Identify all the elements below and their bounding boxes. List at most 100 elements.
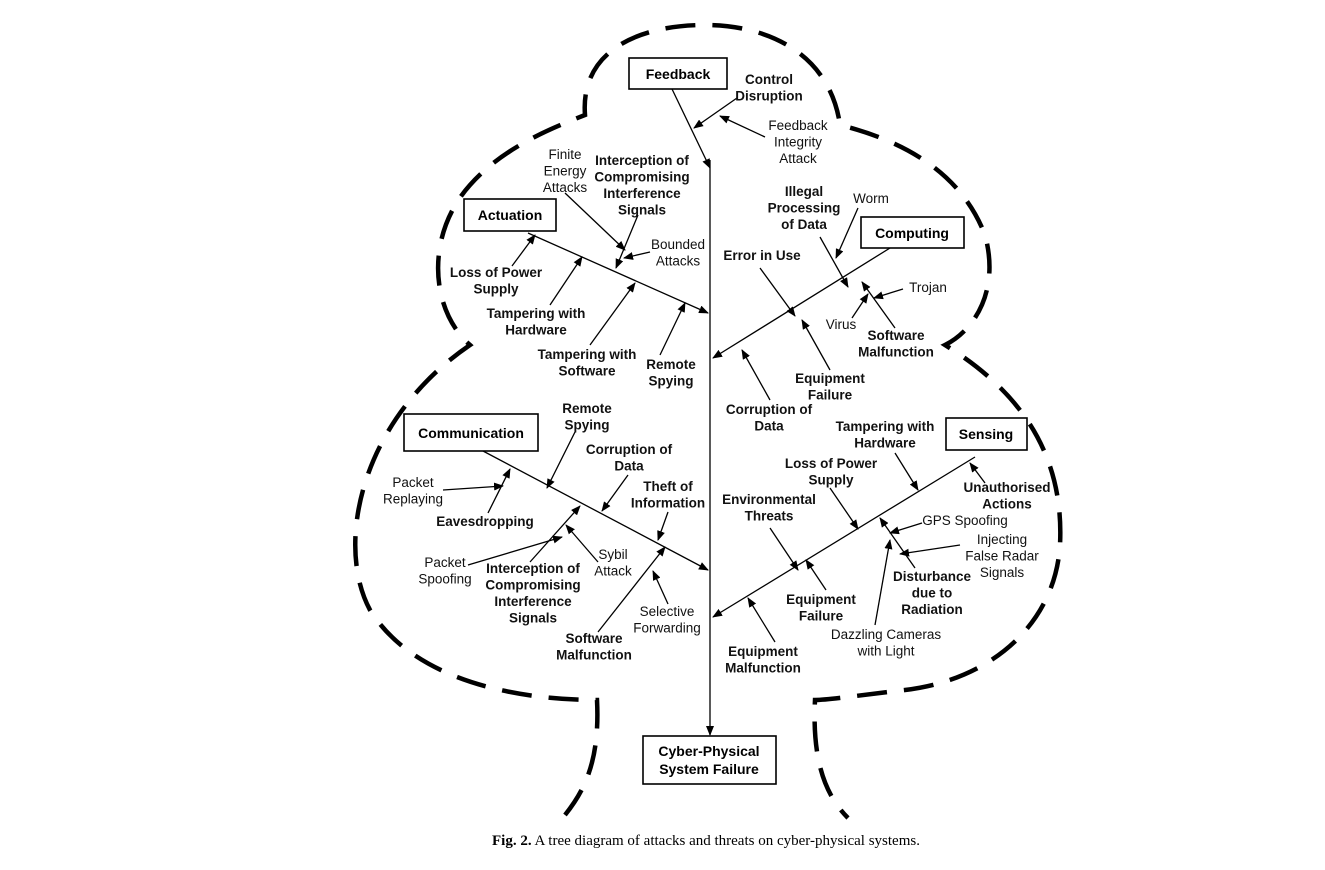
sensing-box: Sensing	[945, 417, 1028, 451]
label-line: Remote	[646, 357, 696, 372]
label-line: Supply	[808, 473, 853, 488]
arrow-disturbance	[879, 517, 916, 569]
arrow-packet-replaying	[442, 482, 504, 491]
arrow-interception-act	[615, 214, 639, 269]
label-line: Disruption	[735, 89, 803, 104]
label-line: Radiation	[901, 602, 963, 617]
arrow-software-malfunction-comm	[597, 546, 666, 633]
label-line: GPS Spoofing	[922, 513, 1008, 528]
arrow-software-malfunction-comp	[861, 281, 896, 329]
arrow-theft-information	[657, 511, 669, 541]
label-virus: Virus	[826, 317, 857, 332]
arrow-selective-forwarding	[652, 570, 669, 605]
label-line: Tampering with	[487, 306, 586, 321]
label-line: Eavesdropping	[436, 514, 534, 529]
label-line: Supply	[473, 282, 518, 297]
label-line: Packet	[392, 475, 434, 490]
label-line: Error in Use	[723, 248, 801, 263]
label-line: Software	[558, 364, 616, 379]
label-line: Software	[867, 328, 925, 343]
label-line: Corruption of	[726, 402, 813, 417]
label-line: Spoofing	[418, 572, 471, 587]
label-line: Attacks	[543, 180, 588, 195]
label-line: Loss of Power	[785, 456, 878, 471]
label-line: Interference	[603, 186, 681, 201]
actuation-label: Actuation	[478, 207, 543, 223]
label-line: Finite	[548, 147, 581, 162]
label-line: Tampering with	[538, 347, 637, 362]
label-line: Interception of	[486, 561, 580, 576]
computing-branch	[712, 247, 891, 359]
arrow-tampering-sw-act	[589, 282, 636, 346]
communication-label: Communication	[418, 425, 524, 441]
feedback-box: Feedback	[628, 57, 728, 90]
actuation-branch	[527, 232, 709, 314]
sensing-branch	[712, 456, 976, 618]
cps-tree-diagram: Feedback Actuation Computing Communicati…	[353, 22, 1063, 820]
label-gps-spoofing: GPS Spoofing	[922, 513, 1008, 528]
label-line: Compromising	[594, 170, 689, 185]
arrow-corruption-comm	[601, 474, 629, 512]
label-line: Hardware	[505, 323, 567, 338]
label-line: Environmental	[722, 492, 816, 507]
label-line: Remote	[562, 401, 612, 416]
arrow-equipment-malfunction	[747, 597, 776, 643]
sensing-label: Sensing	[959, 426, 1013, 442]
arrow-equipment-failure-comp	[801, 319, 831, 371]
label-line: Information	[631, 496, 705, 511]
feedback-label: Feedback	[646, 66, 711, 82]
arrow-remote-spying-act	[659, 302, 686, 356]
arrow-equipment-failure-sens	[805, 559, 827, 591]
computing-box: Computing	[860, 216, 965, 249]
failure-box: Cyber-Physical System Failure	[642, 735, 777, 785]
label-line: Failure	[808, 388, 853, 403]
failure-label-line2: System Failure	[659, 761, 759, 777]
communication-branch	[482, 450, 709, 571]
label-error-in-use: Error in Use	[723, 248, 801, 263]
arrow-interception-comm	[529, 505, 581, 563]
label-line: of Data	[781, 217, 827, 232]
label-line: Equipment	[728, 644, 798, 659]
communication-box: Communication	[403, 413, 539, 452]
label-line: Packet	[424, 555, 466, 570]
label-eavesdropping: Eavesdropping	[436, 514, 534, 529]
label-line: Spying	[648, 374, 693, 389]
arrow-illegal-processing	[819, 236, 849, 288]
label-line: Software	[565, 631, 623, 646]
label-line: Disturbance	[893, 569, 972, 584]
label-trojan: Trojan	[909, 280, 947, 295]
label-line: Signals	[980, 565, 1025, 580]
label-line: Virus	[826, 317, 857, 332]
tree-outline	[353, 22, 1063, 820]
arrow-eavesdropping	[487, 468, 511, 514]
arrow-remote-spying-comm	[546, 431, 576, 489]
arrow-packet-spoofing	[467, 535, 563, 566]
label-line: Illegal	[785, 184, 823, 199]
arrow-error-in-use	[759, 267, 796, 317]
label-line: Trojan	[909, 280, 947, 295]
failure-label-line1: Cyber-Physical	[658, 743, 759, 759]
label-line: Corruption of	[586, 442, 673, 457]
label-line: Unauthorised	[963, 480, 1050, 495]
label-line: Malfunction	[556, 648, 632, 663]
label-line: Bounded	[651, 237, 705, 252]
